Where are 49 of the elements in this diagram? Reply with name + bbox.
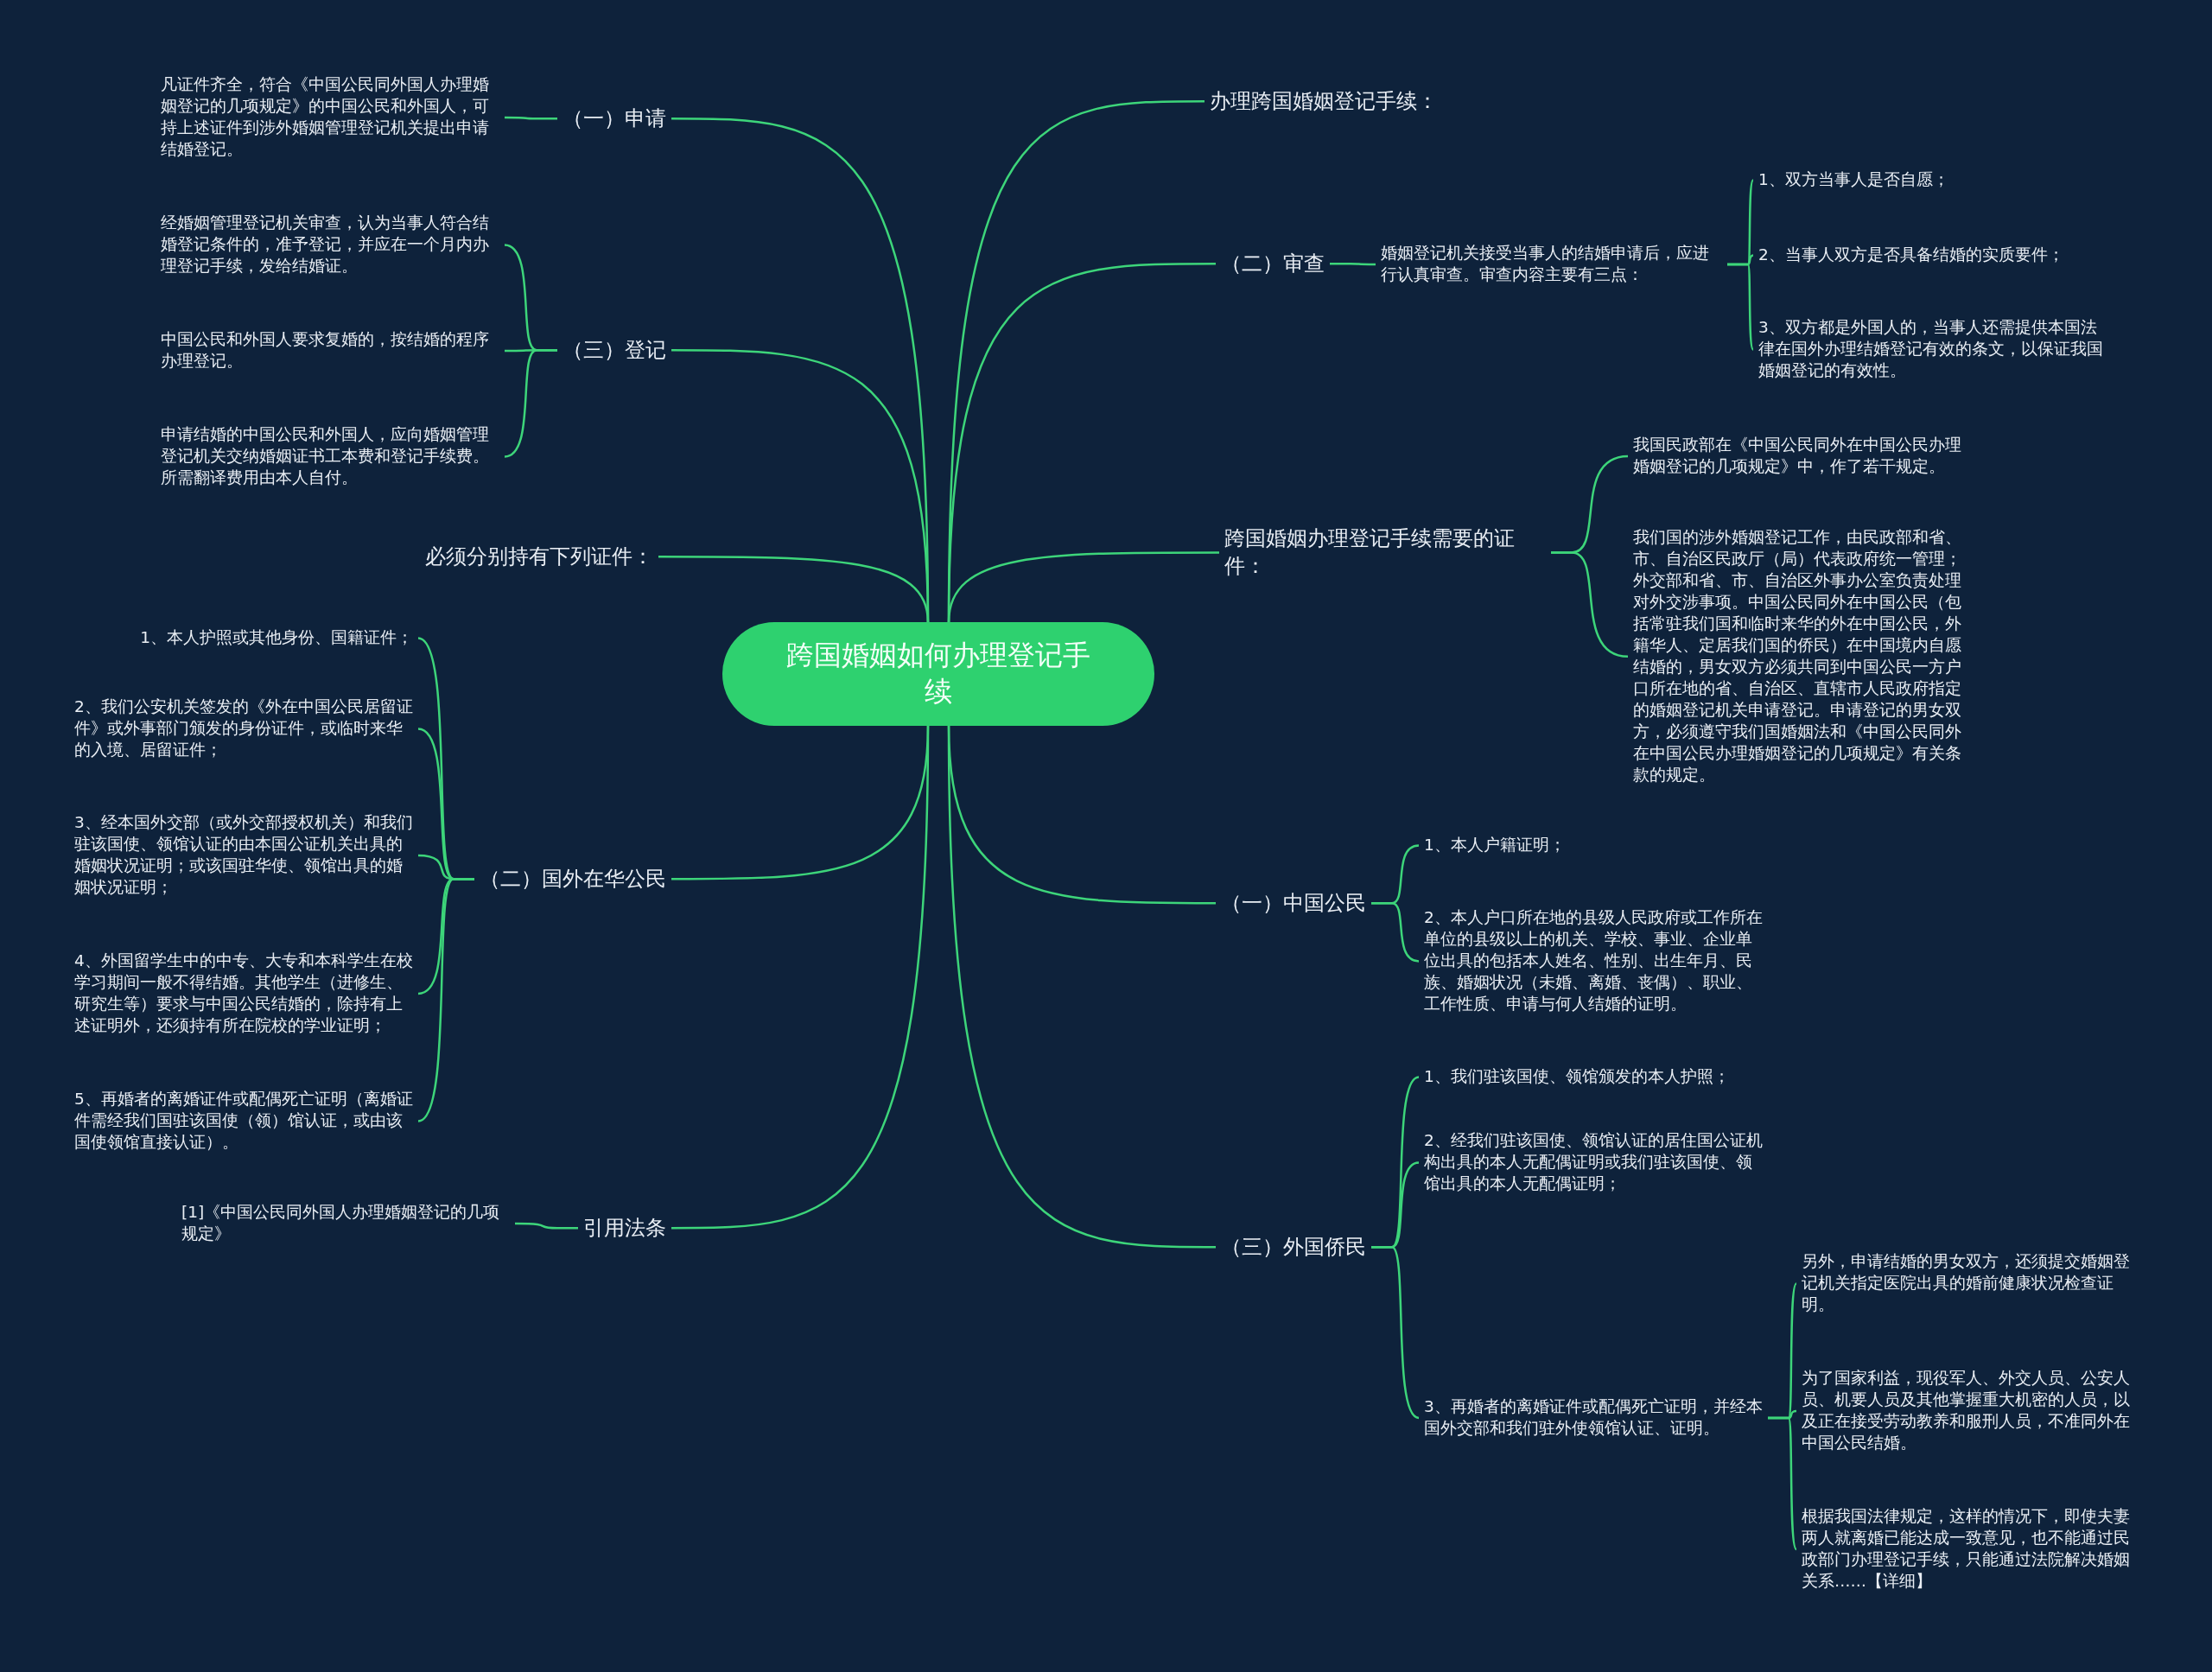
branch-topic: （一）申请 [563, 105, 666, 133]
detail-text: 另外，申请结婚的男女双方，还须提交婚姻登记机关指定医院出具的婚前健康状况检查证明。 [1802, 1251, 2140, 1316]
detail-text: 为了国家利益，现役军人、外交人员、公安人员、机要人员及其他掌握重大机密的人员，以及正在接受劳动教养和服刑人员，不准同外在中国公民结婚。 [1802, 1368, 2140, 1454]
detail-text: 1、本人护照或其他身份、国籍证件； [140, 627, 413, 649]
detail-text: 1、本人户籍证明； [1424, 835, 1566, 856]
branch-topic: （一）中国公民 [1221, 889, 1366, 918]
connector-line [947, 551, 1219, 623]
connector-line [1768, 1416, 1798, 1550]
branch-topic: 跨国婚姻办理登记手续需要的证件： [1224, 524, 1546, 581]
detail-text: 1、双方当事人是否自愿； [1758, 169, 1949, 191]
branch-topic: （三）外国侨民 [1221, 1233, 1366, 1262]
detail-text: 2、当事人双方是否具备结婚的实质要件； [1758, 245, 2064, 266]
connector-line [671, 725, 930, 1230]
detail-text: 3、经本国外交部（或外交部授权机关）和我们驻该国使、领馆认证的由本国公证机关出具的婚姻状况证明；或该国驻华使、领馆出具的婚姻状况证明； [74, 812, 413, 899]
connector-line [515, 1222, 578, 1230]
connector-line [658, 555, 930, 623]
detail-text: 凡证件齐全，符合《中国公民同外国人办理婚姻登记的几项规定》的中国公民和外国人，可持上述证件到涉外婚姻管理登记机关提出申请结婚登记。 [161, 74, 499, 161]
connector-line [1727, 263, 1755, 351]
connector-line [1330, 262, 1376, 266]
connector-line [1551, 551, 1629, 658]
connector-line [1371, 1245, 1420, 1420]
detail-text: 我们国的涉外婚姻登记工作，由民政部和省、市、自治区民政厅（局）代表政府统一管理；外交部和省、市、自治区外事办公室负责处理对外交涉事项。中国公民同外在中国公民（包括常驻我们国和临时来华的外在中国公民，外籍华人、定居我们国的侨民）在中国境内自愿结婚的，男女双方必须共同到中国公民一方户口所在地的省、自治区、直辖市人民政府指定的婚姻登记机关申请登记。申请登记的男女双方，必须遵守我们国婚姻法和《中国公民同外在中国公民办理婚姻登记的几项规定》有关条款的规定。 [1633, 527, 1972, 786]
detail-text: 2、经我们驻该国使、领馆认证的居住国公证机构出具的本人无配偶证明或我们驻该国使、领馆出具的本人无配偶证明； [1424, 1130, 1763, 1195]
detail-text: 经婚姻管理登记机关审查，认为当事人符合结婚登记条件的，准予登记，并应在一个月内办理登记手续，发给结婚证。 [161, 213, 499, 277]
detail-text: 我国民政部在《中国公民同外在中国公民办理婚姻登记的几项规定》中，作了若干规定。 [1633, 435, 1972, 478]
central-topic: 跨国婚姻如何办理登记手续 [722, 622, 1154, 726]
connector-line [504, 348, 557, 458]
branch-topic: 引用法条 [583, 1214, 666, 1243]
detail-text: 2、我们公安机关签发的《外在中国公民居留证件》或外事部门颁发的身份证件，或临时来华的入境、居留证件； [74, 696, 413, 761]
detail-text: 1、我们驻该国使、领馆颁发的本人护照； [1424, 1066, 1730, 1088]
detail-text: [1]《中国公民同外国人办理婚姻登记的几项规定》 [181, 1202, 510, 1245]
detail-text: 2、本人户口所在地的县级人民政府或工作所在单位的县级以上的机关、学校、事业、企业单位出具的包括本人姓名、性别、出生年月、民族、婚姻状况（未婚、离婚、丧偶）、职业、工作性质、申请与何人结婚的证明。 [1424, 907, 1763, 1015]
detail-text: 4、外国留学生中的中专、大专和本科学生在校学习期间一般不得结婚。其他学生（进修生、研究生等）要求与中国公民结婚的，除持有上述证明外，还须持有所在院校的学业证明； [74, 950, 413, 1037]
branch-topic: （三）登记 [563, 336, 666, 365]
detail-text: 中国公民和外国人要求复婚的，按结婚的程序办理登记。 [161, 329, 499, 372]
branch-topic: 必须分别持有下列证件： [425, 543, 653, 571]
connector-line [1371, 901, 1420, 963]
detail-text: 5、再婚者的离婚证件或配偶死亡证明（离婚证件需经我们国驻该国使（领）馆认证，或由该国使领馆直接认证）。 [74, 1089, 413, 1154]
branch-topic: 办理跨国婚姻登记手续： [1210, 87, 1438, 116]
detail-text: 根据我国法律规定，这样的情况下，即使夫妻两人就离婚已能达成一致意见，也不能通过民政部门办理登记手续，只能通过法院解决婚姻关系……【详细】 [1802, 1506, 2140, 1593]
branch-topic: （二）国外在华公民 [480, 865, 666, 893]
connector-line [417, 877, 474, 1122]
connector-line [947, 725, 1216, 1249]
branch-topic: （二）审查 [1221, 250, 1325, 278]
detail-text: 3、再婚者的离婚证件或配偶死亡证明，并经本国外交部和我们驻外使领馆认证、证明。 [1424, 1396, 1763, 1440]
detail-text: 婚姻登记机关接受当事人的结婚申请后，应进行认真审查。审查内容主要有三点： [1381, 243, 1722, 286]
detail-text: 3、双方都是外国人的，当事人还需提供本国法律在国外办理结婚登记有效的条文，以保证我国婚姻登记的有效性。 [1758, 317, 2104, 382]
detail-text: 申请结婚的中国公民和外国人，应向婚姻管理登记机关交纳婚姻证书工本费和登记手续费。所需翻译费用由本人自付。 [161, 424, 499, 489]
connector-line [505, 116, 557, 120]
